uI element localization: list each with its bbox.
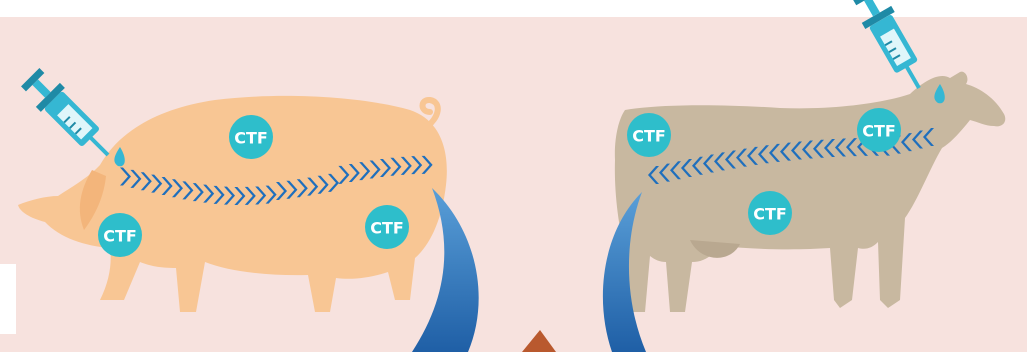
ctf-badge-label: CTF [753,205,787,224]
pig-badge-lower-right: CTF [365,205,409,249]
pig-badge-lower-left: CTF [98,213,142,257]
ctf-badge-label: CTF [632,127,666,146]
ctf-badge-label: CTF [234,129,268,148]
pig-badge-upper: CTF [229,115,273,159]
cow-badge-left: CTF [627,113,671,157]
cow-badge-center: CTF [748,191,792,235]
ctf-badge-label: CTF [862,122,896,141]
ctf-badge-label: CTF [370,219,404,238]
cow-badge-neck: CTF [857,108,901,152]
ctf-badge-label: CTF [103,227,137,246]
left-white-box [0,264,16,334]
